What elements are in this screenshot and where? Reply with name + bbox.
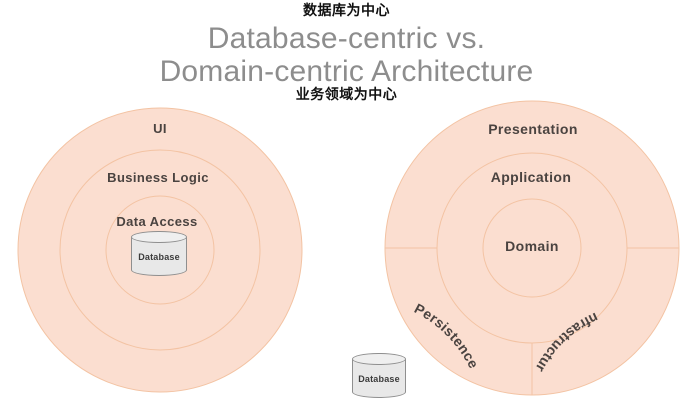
right-ring-label-presentation: Presentation [488, 121, 578, 137]
left-ring-label-data-access: Data Access [116, 214, 198, 229]
external-database-cylinder: Database [352, 353, 406, 398]
database-label: Database [358, 374, 400, 385]
database-label: Database [138, 252, 180, 263]
right-ring-label-domain: Domain [505, 238, 559, 254]
left-ring-label-ui: UI [153, 121, 167, 136]
annotation-domain-centric-zh: 业务领域为中心 [295, 87, 398, 103]
right-ring-inner-domain [482, 198, 582, 298]
cylinder-top-ellipse [352, 353, 406, 366]
cylinder-top-ellipse [131, 231, 187, 244]
left-ring-label-business-logic: Business Logic [107, 170, 209, 185]
annotation-database-centric-zh: 数据库为中心 [303, 3, 390, 19]
left-center-database-cylinder: Database [131, 231, 187, 276]
right-ring-label-application: Application [490, 169, 572, 185]
page-title: Database-centric vs. Domain-centric Arch… [159, 22, 534, 88]
